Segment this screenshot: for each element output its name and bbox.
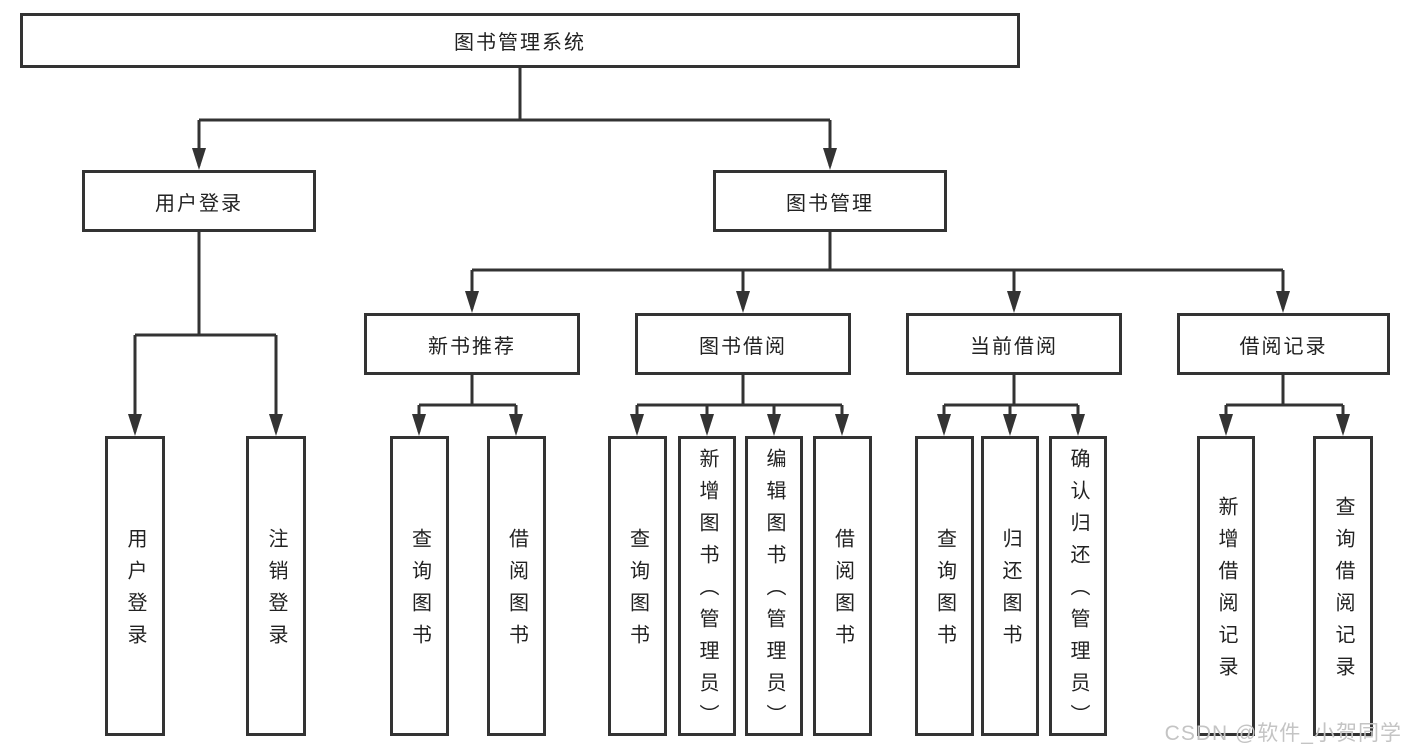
- node-leaf-confirm-return-label: 确认归还（管理员）: [1067, 448, 1089, 736]
- node-leaf-borrow-book-2-label: 借阅图书: [831, 528, 854, 656]
- node-leaf-edit-book-label: 编辑图书（管理员）: [763, 448, 785, 736]
- node-user-login-label: 用户登录: [155, 192, 243, 215]
- node-leaf-add-record: 新增借阅记录: [1197, 436, 1255, 736]
- node-leaf-query-record: 查询借阅记录: [1313, 436, 1373, 736]
- connector-current-borrow-to-leaves: [942, 375, 1080, 432]
- node-root-label: 图书管理系统: [454, 32, 586, 54]
- node-leaf-add-book-label: 新增图书（管理员）: [696, 448, 718, 736]
- node-leaf-query-book-2-label: 查询图书: [626, 528, 649, 656]
- node-root: 图书管理系统: [20, 13, 1020, 68]
- connector-new-book-rec-to-leaves: [417, 375, 518, 432]
- node-borrow-records-label: 借阅记录: [1239, 335, 1328, 358]
- node-leaf-query-book-2: 查询图书: [608, 436, 667, 736]
- node-book-borrow: 图书借阅: [635, 313, 851, 375]
- node-leaf-edit-book: 编辑图书（管理员）: [745, 436, 803, 736]
- node-leaf-logout-label: 注销登录: [265, 528, 287, 656]
- node-leaf-borrow-book-2: 借阅图书: [813, 436, 872, 736]
- node-book-borrow-label: 图书借阅: [699, 335, 787, 358]
- connector-root-to-level2: [197, 68, 832, 166]
- node-user-login: 用户登录: [82, 170, 316, 232]
- node-leaf-borrow-book-1-label: 借阅图书: [505, 528, 528, 656]
- node-leaf-user-login-label: 用户登录: [124, 528, 146, 656]
- node-leaf-add-record-label: 新增借阅记录: [1215, 496, 1237, 688]
- node-current-borrow: 当前借阅: [906, 313, 1122, 375]
- node-leaf-query-record-label: 查询借阅记录: [1332, 496, 1354, 688]
- node-current-borrow-label: 当前借阅: [970, 335, 1058, 358]
- connector-book-mgmt-to-level3: [470, 232, 1285, 309]
- node-leaf-return-book-label: 归还图书: [999, 528, 1021, 656]
- node-new-book-rec-label: 新书推荐: [428, 335, 516, 358]
- node-book-mgmt: 图书管理: [713, 170, 947, 232]
- csdn-watermark: CSDN @软件_小贺同学: [1164, 722, 1402, 745]
- node-leaf-query-book-3-label: 查询图书: [933, 528, 956, 656]
- node-leaf-return-book: 归还图书: [981, 436, 1039, 736]
- node-leaf-user-login: 用户登录: [105, 436, 165, 736]
- node-leaf-query-book-1-label: 查询图书: [408, 528, 431, 656]
- node-leaf-query-book-1: 查询图书: [390, 436, 449, 736]
- connector-borrow-records-to-leaves: [1224, 375, 1345, 432]
- node-book-mgmt-label: 图书管理: [786, 192, 874, 215]
- connector-user-login-to-leaves: [133, 232, 278, 432]
- node-new-book-rec: 新书推荐: [364, 313, 580, 375]
- node-borrow-records: 借阅记录: [1177, 313, 1390, 375]
- node-leaf-logout: 注销登录: [246, 436, 306, 736]
- node-leaf-add-book: 新增图书（管理员）: [678, 436, 736, 736]
- node-leaf-confirm-return: 确认归还（管理员）: [1049, 436, 1107, 736]
- connector-book-borrow-to-leaves: [635, 375, 844, 432]
- node-leaf-borrow-book-1: 借阅图书: [487, 436, 546, 736]
- node-leaf-query-book-3: 查询图书: [915, 436, 974, 736]
